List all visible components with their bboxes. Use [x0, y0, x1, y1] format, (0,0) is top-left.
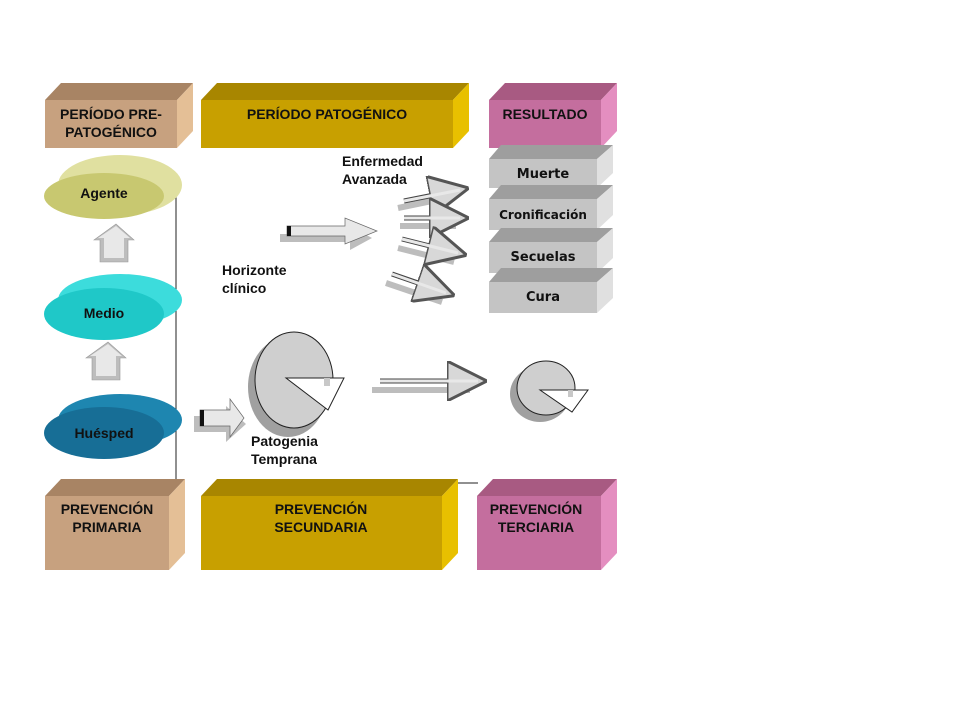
oval-huesped [44, 394, 182, 459]
arrow-to-muerte [397, 189, 464, 208]
label-horizonte-clinico: Horizonte clínico [222, 262, 287, 296]
label-medio: Medio [83, 305, 125, 321]
result-box-cronificacion [489, 185, 613, 230]
updown-arrow-1 [93, 223, 135, 263]
result-box-secuelas [489, 228, 613, 273]
box-resultado [489, 83, 617, 148]
label-patogenia-temprana: Patogenia Temprana [251, 433, 318, 467]
arrow-to-cronificacion [400, 218, 464, 226]
label-pre-patogenico: PERÍODO PRE-PATOGÉNICO [60, 106, 162, 140]
result-box-muerte [489, 145, 613, 188]
label-secuelas: Secuelas [510, 250, 576, 265]
label-resultado: RESULTADO [502, 106, 588, 122]
box-prev-primaria [45, 479, 185, 570]
box-patogenico [201, 83, 469, 148]
pie-large [248, 331, 345, 437]
label-huesped: Huésped [74, 425, 134, 441]
arrow-to-cura [385, 274, 450, 305]
label-prev-primaria: PREVENCIÓN PRIMARIA [60, 501, 154, 535]
block-arrow-horizonte [280, 217, 378, 250]
arrow-between-pies [372, 381, 482, 390]
updown-arrow-2 [85, 341, 127, 381]
label-agente: Agente [80, 185, 128, 201]
label-enfermedad-avanzada: Enfermedad Avanzada [342, 153, 423, 187]
result-box-cura [489, 268, 613, 313]
label-prev-secundaria: PREVENCIÓN SECUNDARIA [274, 501, 368, 535]
label-prev-terciaria: PREVENCIÓN TERCIARIA [489, 501, 583, 535]
box-prev-terciaria [477, 479, 617, 570]
oval-medio [44, 274, 182, 340]
label-muerte: Muerte [516, 167, 570, 182]
label-patogenico: PERÍODO PATOGÉNICO [246, 106, 408, 122]
label-cronificacion: Cronificación [499, 208, 587, 222]
pie-small [510, 360, 589, 422]
block-arrow-huesped [194, 397, 246, 442]
label-cura: Cura [526, 290, 560, 305]
box-pre-patogenico [45, 83, 193, 148]
oval-agente [44, 155, 182, 219]
arrow-to-secuelas [397, 239, 462, 262]
box-prev-secundaria [201, 479, 458, 570]
